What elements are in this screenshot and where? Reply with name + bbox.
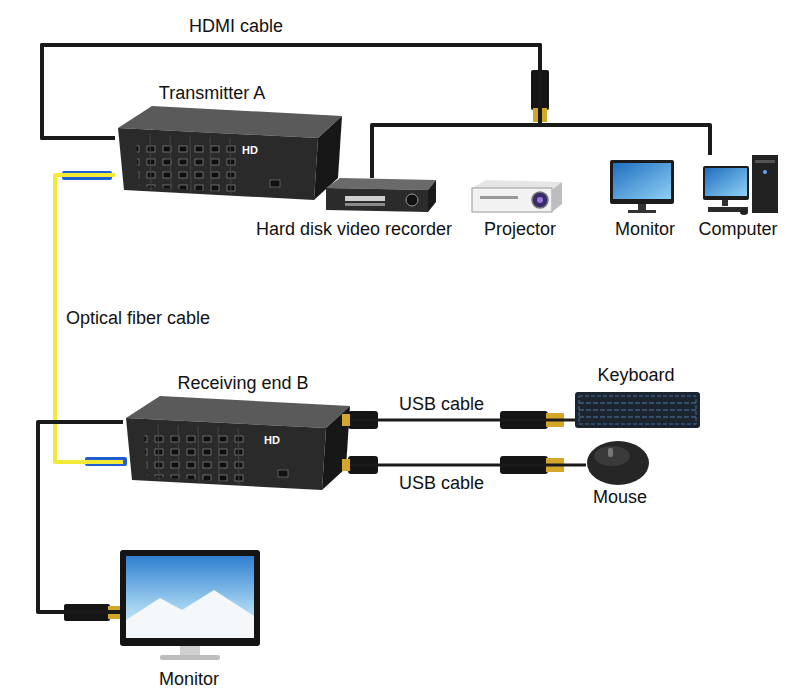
receiver-unit: Receiving end B: [123, 396, 351, 492]
device-label: Monitor: [615, 219, 675, 240]
computer-device: Computer: [700, 155, 780, 215]
hdmi-cable: [38, 422, 123, 612]
cable-label: USB cable: [396, 394, 487, 415]
device-label: Transmitter A: [159, 83, 265, 104]
mouse-device: Mouse: [586, 440, 650, 486]
device-label: Monitor: [159, 669, 219, 690]
device-label: Projector: [484, 219, 556, 240]
hdmi-cable: [42, 45, 710, 155]
cable-label: HDMI cable: [186, 16, 286, 37]
device-label: Mouse: [593, 487, 647, 508]
chassis-logo: HD: [264, 434, 280, 446]
device-label: Hard disk video recorder: [256, 219, 452, 240]
usb-cable: [351, 419, 575, 422]
chassis-logo: HD: [242, 144, 258, 156]
recorder-device: Hard disk video recorder: [325, 178, 437, 214]
monitor-device: Monitor: [120, 550, 260, 662]
usb-cable: [351, 464, 586, 467]
cable-label: Optical fiber cable: [63, 308, 213, 329]
projector-device: Projector: [470, 180, 563, 214]
hdmi-cable: [42, 45, 540, 178]
transmitter-unit: Transmitter A: [115, 106, 343, 202]
monitor-device: Monitor: [608, 158, 676, 214]
device-label: Keyboard: [597, 365, 674, 386]
device-label: Computer: [698, 219, 777, 240]
device-label: Receiving end B: [177, 373, 308, 394]
keyboard-device: Keyboard: [575, 390, 701, 430]
cable-label: USB cable: [396, 473, 487, 494]
